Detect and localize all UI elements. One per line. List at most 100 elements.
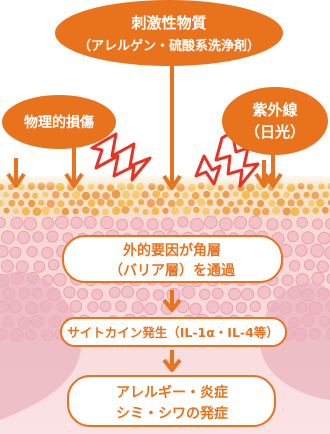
skin-cell bbox=[38, 199, 45, 206]
skin-cell bbox=[171, 207, 180, 216]
skin-cell bbox=[23, 217, 38, 231]
skin-cell bbox=[87, 199, 96, 207]
skin-cell bbox=[235, 301, 247, 314]
skin-cell bbox=[321, 206, 329, 214]
skin-cell bbox=[68, 199, 76, 206]
skin-cell bbox=[233, 215, 248, 230]
skin-cell bbox=[249, 300, 261, 313]
skin-cell bbox=[189, 217, 204, 232]
down-arrow-icon bbox=[162, 66, 182, 190]
skin-cell bbox=[144, 302, 158, 316]
skin-cell bbox=[146, 199, 156, 208]
skin-cell bbox=[153, 289, 165, 301]
down-arrow-icon bbox=[6, 158, 26, 188]
skin-cell bbox=[167, 199, 176, 208]
skin-cell bbox=[220, 301, 234, 315]
skin-cell bbox=[191, 192, 200, 200]
physical-damage-label: 物理的損傷 bbox=[24, 114, 94, 131]
skin-cell bbox=[91, 208, 99, 216]
skin-cell bbox=[87, 301, 99, 313]
down-arrow-icon bbox=[162, 290, 182, 312]
lightning-bolt-left-icon bbox=[90, 132, 152, 182]
skin-cell bbox=[122, 190, 131, 199]
skin-cell bbox=[288, 260, 301, 272]
skin-cell bbox=[213, 208, 221, 216]
skin-cell bbox=[327, 199, 330, 206]
skin-cell bbox=[41, 216, 55, 230]
skin-cell bbox=[106, 199, 115, 207]
skin-cell bbox=[222, 190, 230, 199]
skin-cell bbox=[151, 207, 160, 216]
skin-cell bbox=[10, 216, 24, 230]
skin-cell bbox=[303, 259, 315, 271]
skin-cell bbox=[248, 215, 263, 230]
skin-cell bbox=[152, 190, 161, 199]
skin-cell bbox=[282, 207, 291, 216]
skin-cell bbox=[311, 271, 325, 285]
skin-cell bbox=[182, 206, 192, 215]
skin-cell bbox=[72, 208, 79, 215]
skin-cell bbox=[130, 217, 144, 231]
skin-cell bbox=[33, 260, 46, 273]
skin-cell bbox=[301, 231, 315, 245]
skin-cell bbox=[296, 199, 304, 207]
skin-cell bbox=[121, 285, 135, 299]
dermis-left bbox=[0, 271, 82, 420]
stimulant-subtitle: （アレルゲン・硫酸系洗浄剤） bbox=[78, 38, 260, 54]
skin-cell bbox=[302, 207, 310, 215]
skin-cell bbox=[293, 192, 301, 200]
physical-damage-oval: 物理的損傷 bbox=[2, 95, 116, 149]
skin-cell bbox=[112, 206, 121, 215]
skin-cell bbox=[0, 259, 14, 273]
step-barrier-pass-line1: 外的要因が角層 bbox=[123, 242, 221, 259]
skin-cell bbox=[203, 190, 211, 198]
skin-cell bbox=[316, 260, 329, 273]
skin-cell bbox=[241, 190, 251, 200]
skin-cell bbox=[41, 206, 50, 216]
skin-cell bbox=[116, 218, 129, 231]
skin-cell bbox=[41, 246, 54, 259]
skin-cell bbox=[199, 288, 211, 300]
skin-cell bbox=[117, 199, 125, 207]
skin-cell bbox=[63, 286, 76, 299]
skin-cell bbox=[287, 230, 299, 243]
skin-cell bbox=[76, 288, 89, 300]
skin-cell bbox=[162, 191, 169, 199]
skin-cell bbox=[0, 245, 9, 258]
skin-cell bbox=[182, 192, 189, 199]
skin-cell bbox=[193, 206, 200, 214]
skin-cell bbox=[310, 243, 325, 258]
stimulant-title: 刺激性物質 bbox=[131, 14, 206, 32]
skin-cell bbox=[9, 246, 22, 259]
skin-cell bbox=[162, 207, 169, 214]
skin-cell bbox=[3, 207, 10, 214]
skin-cell bbox=[181, 285, 196, 299]
skin-cell bbox=[312, 207, 320, 214]
skin-cell bbox=[189, 302, 202, 316]
skin-cell bbox=[206, 300, 220, 314]
skin-cell bbox=[28, 199, 36, 208]
skin-cell bbox=[237, 199, 244, 206]
skin-cell bbox=[324, 218, 330, 230]
skin-cell bbox=[222, 206, 231, 215]
skin-cell bbox=[91, 288, 104, 301]
skin-cell bbox=[228, 200, 235, 207]
skin-cell bbox=[131, 190, 141, 200]
skin-cell bbox=[121, 206, 130, 214]
dermis-waves bbox=[0, 271, 330, 420]
skin-cell bbox=[52, 191, 60, 199]
skin-cell bbox=[206, 199, 214, 206]
skin-cell bbox=[252, 207, 261, 217]
skin-cell bbox=[296, 216, 308, 229]
step-barrier-pass: 外的要因が角層 （バリア層）を通過 bbox=[62, 235, 283, 283]
skin-cell bbox=[211, 287, 224, 300]
skin-cell bbox=[141, 191, 149, 199]
skin-cell bbox=[32, 207, 42, 216]
skin-cell bbox=[70, 216, 83, 229]
skin-cell bbox=[133, 207, 140, 213]
skin-cell bbox=[216, 198, 224, 207]
skin-cell bbox=[232, 207, 240, 214]
skin-cell bbox=[82, 206, 90, 214]
step-allergy-line1: アレルギー・炎症 bbox=[116, 384, 228, 401]
skin-cell bbox=[53, 273, 67, 287]
